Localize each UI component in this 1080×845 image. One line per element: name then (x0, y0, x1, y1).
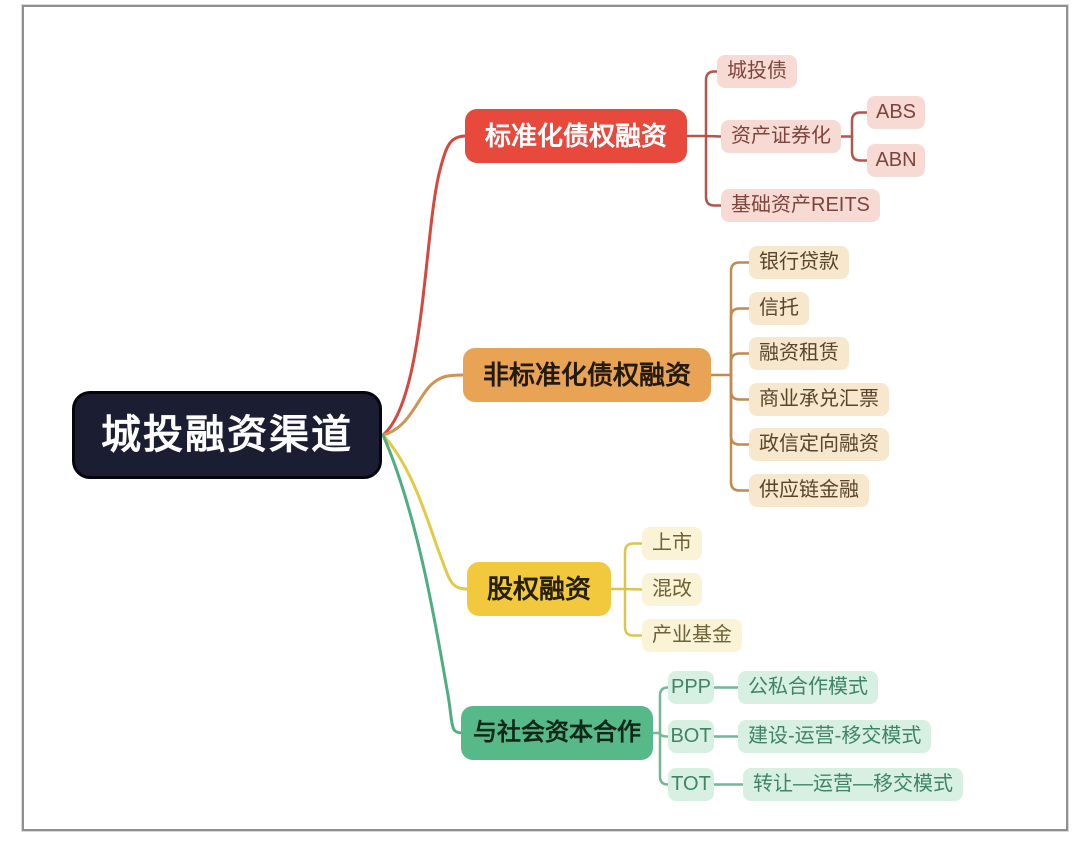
node-supply-chain-finance[interactable]: 供应链金融 (749, 474, 869, 507)
node-underlying-asset-reits[interactable]: 基础资产REITS (721, 189, 880, 222)
node-ppp[interactable]: PPP (668, 671, 714, 704)
node-listing[interactable]: 上市 (642, 527, 702, 560)
node-bank-loans[interactable]: 银行贷款 (749, 246, 849, 279)
node-trust[interactable]: 信托 (749, 292, 809, 325)
branch-nonstandardized-debt-financing[interactable]: 非标准化债权融资 (463, 348, 712, 402)
node-bot[interactable]: BOT (668, 720, 714, 753)
node-transfer-operate-transfer-model[interactable]: 转让—运营—移交模式 (743, 768, 963, 801)
node-industry-fund[interactable]: 产业基金 (642, 619, 742, 652)
branch-social-capital-cooperation[interactable]: 与社会资本合作 (461, 706, 653, 760)
branch-equity-financing[interactable]: 股权融资 (467, 562, 612, 616)
node-financial-leasing[interactable]: 融资租赁 (749, 337, 849, 370)
node-tot[interactable]: TOT (668, 768, 714, 801)
node-mixed-ownership-reform[interactable]: 混改 (642, 573, 702, 606)
node-government-trust-directed-financing[interactable]: 政信定向融资 (749, 428, 889, 461)
node-public-private-partnership-model[interactable]: 公私合作模式 (738, 671, 878, 704)
node-build-operate-transfer-model[interactable]: 建设-运营-移交模式 (738, 720, 932, 753)
node-urban-investment-bonds[interactable]: 城投债 (717, 55, 797, 88)
node-abs[interactable]: ABS (867, 96, 925, 129)
root-node-financing-channels[interactable]: 城投融资渠道 (72, 391, 382, 479)
node-asset-securitization[interactable]: 资产证券化 (721, 120, 841, 153)
node-abn[interactable]: ABN (867, 144, 925, 177)
node-commercial-acceptance-bills[interactable]: 商业承兑汇票 (749, 383, 889, 416)
branch-standardized-debt-financing[interactable]: 标准化债权融资 (465, 109, 688, 163)
